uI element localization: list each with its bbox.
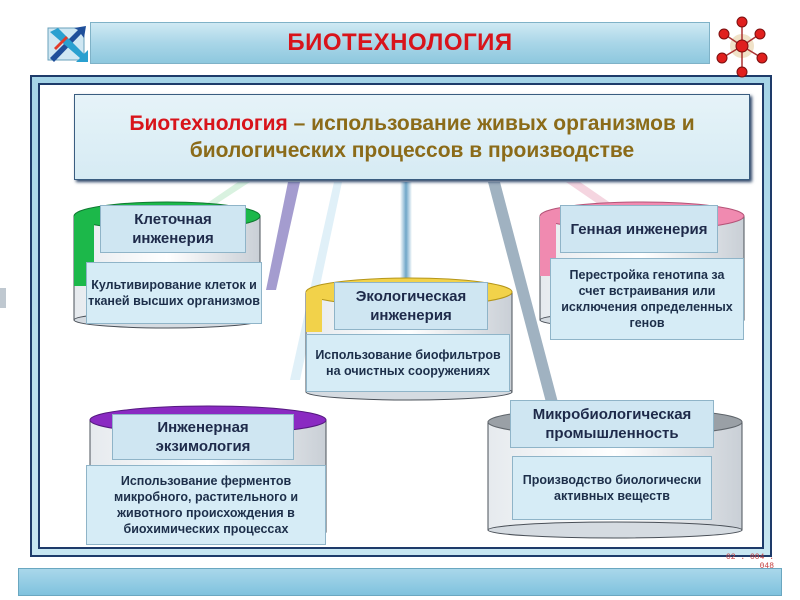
branch-title-ecological: Экологическая инженерия [334,282,488,330]
beam-ecological [400,182,412,280]
slide-title: БИОТЕХНОЛОГИЯ [287,29,513,56]
beam-cellular [200,182,250,208]
bottom-bar [18,568,782,596]
definition-term: Биотехнология [129,112,288,135]
crossed-arrows-icon [47,26,88,62]
branch-title-microbiology: Микробиологическая промышленность [510,400,714,448]
molecule-icon [716,16,768,78]
beam-purple [266,182,300,290]
branch-desc-cellular: Культивирование клеток и тканей высших о… [86,262,262,324]
branch-desc-gene: Перестройка генотипа за счет встраивания… [550,258,744,340]
branch-title-cellular: Клеточная инженерия [100,205,246,253]
definition-rest: – использование живых организмов и биоло… [189,112,695,162]
beam-microbio [488,182,560,410]
definition-text: Биотехнология – использование живых орга… [75,110,749,164]
beam-to-enzymology [290,182,342,380]
branch-title-enzymology: Инженерная экзимология [112,414,294,460]
edge-mark [0,288,6,308]
beam-gene [566,182,612,204]
branch-desc-microbiology: Производство биологически активных вещес… [512,456,712,520]
branch-desc-enzymology: Использование ферментов микробного, раст… [86,465,326,545]
branch-title-gene: Генная инженерия [560,205,718,253]
slide-code: 02 . 004 . 048 [725,553,774,571]
branch-desc-ecological: Использование биофильтров на очистных со… [306,334,510,392]
title-bar: БИОТЕХНОЛОГИЯ [90,22,710,64]
definition-box: Биотехнология – использование живых орга… [74,94,750,180]
